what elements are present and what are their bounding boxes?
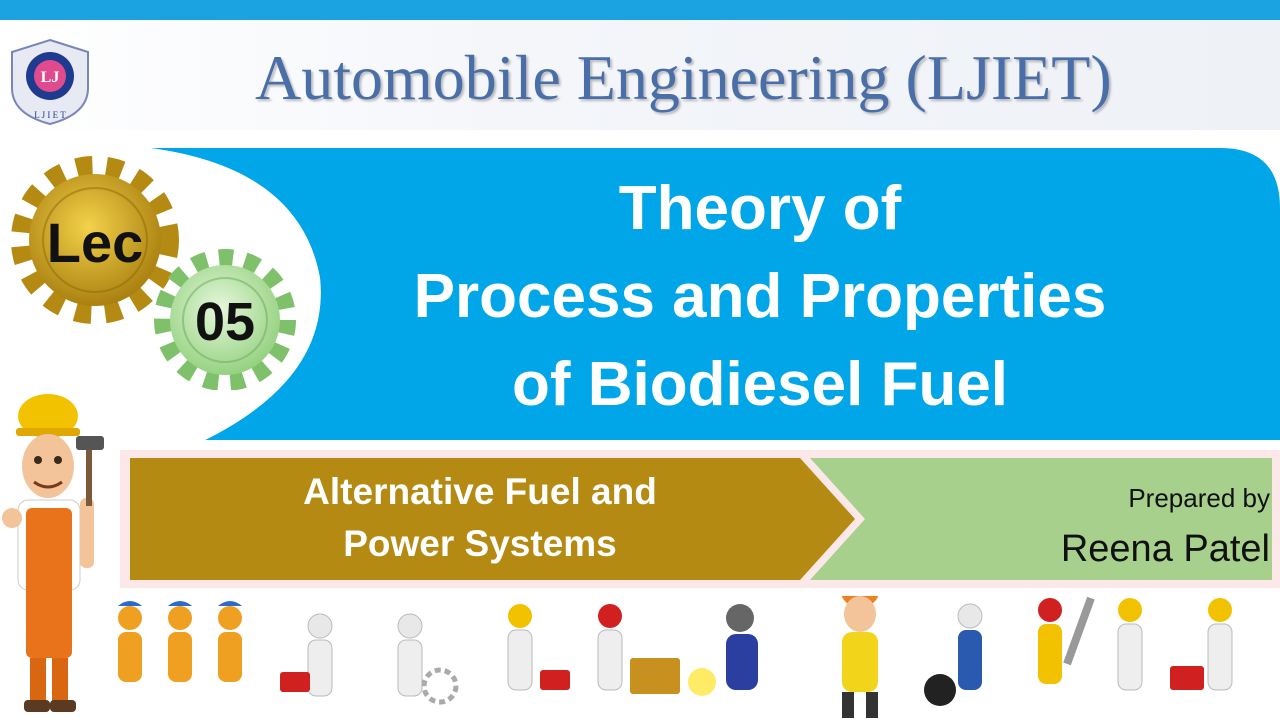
lecture-gear-badge: Lec 05 xyxy=(11,156,296,390)
worker-group-orange xyxy=(118,601,242,682)
lecture-title-line-1: Theory of xyxy=(618,174,902,243)
subject-line-1: Alternative Fuel and xyxy=(303,471,657,512)
lecture-title-line-3: of Biodiesel Fuel xyxy=(511,350,1009,419)
engineer-with-plans xyxy=(841,596,879,718)
welder-icon xyxy=(688,604,758,696)
worker-yellow-hat xyxy=(1117,598,1143,691)
worker-red-cap xyxy=(597,604,680,694)
lecture-title: Theory of Process and Properties of Biod… xyxy=(330,165,1190,429)
gold-gear-icon xyxy=(11,156,179,324)
construction-worker-icon xyxy=(2,394,104,712)
worker-with-wrench xyxy=(507,604,570,691)
subject-panel xyxy=(130,458,855,580)
course-title: Automobile Engineering (LJIET) xyxy=(255,42,1112,113)
green-gear-icon xyxy=(154,249,296,390)
header-band xyxy=(0,20,1280,130)
worker-big-wrench xyxy=(1038,596,1095,684)
lecture-title-line-2: Process and Properties xyxy=(413,262,1107,331)
top-accent-bar xyxy=(0,0,1280,20)
worker-with-gears xyxy=(397,613,459,705)
lec-number: 05 xyxy=(195,292,255,352)
subject-strip xyxy=(120,450,1280,588)
ljiet-logo: LJ L J I E T xyxy=(11,38,89,126)
prepared-by-label: Prepared by xyxy=(1128,483,1270,513)
logo-letters: L J I E T xyxy=(34,110,66,120)
subject-chevrons xyxy=(130,458,1272,580)
workers-illustration xyxy=(118,596,1233,718)
subject-title: Alternative Fuel and Power Systems xyxy=(140,466,820,578)
logo-monogram: LJ xyxy=(41,69,60,86)
worker-red-toolbox xyxy=(1170,598,1233,691)
lec-label: Lec xyxy=(47,211,144,274)
author-panel xyxy=(810,458,1272,580)
worker-with-tire xyxy=(924,603,983,706)
author-name: Reena Patel xyxy=(1060,528,1270,570)
subject-line-2: Power Systems xyxy=(343,523,617,564)
worker-with-toolbox xyxy=(280,613,333,697)
